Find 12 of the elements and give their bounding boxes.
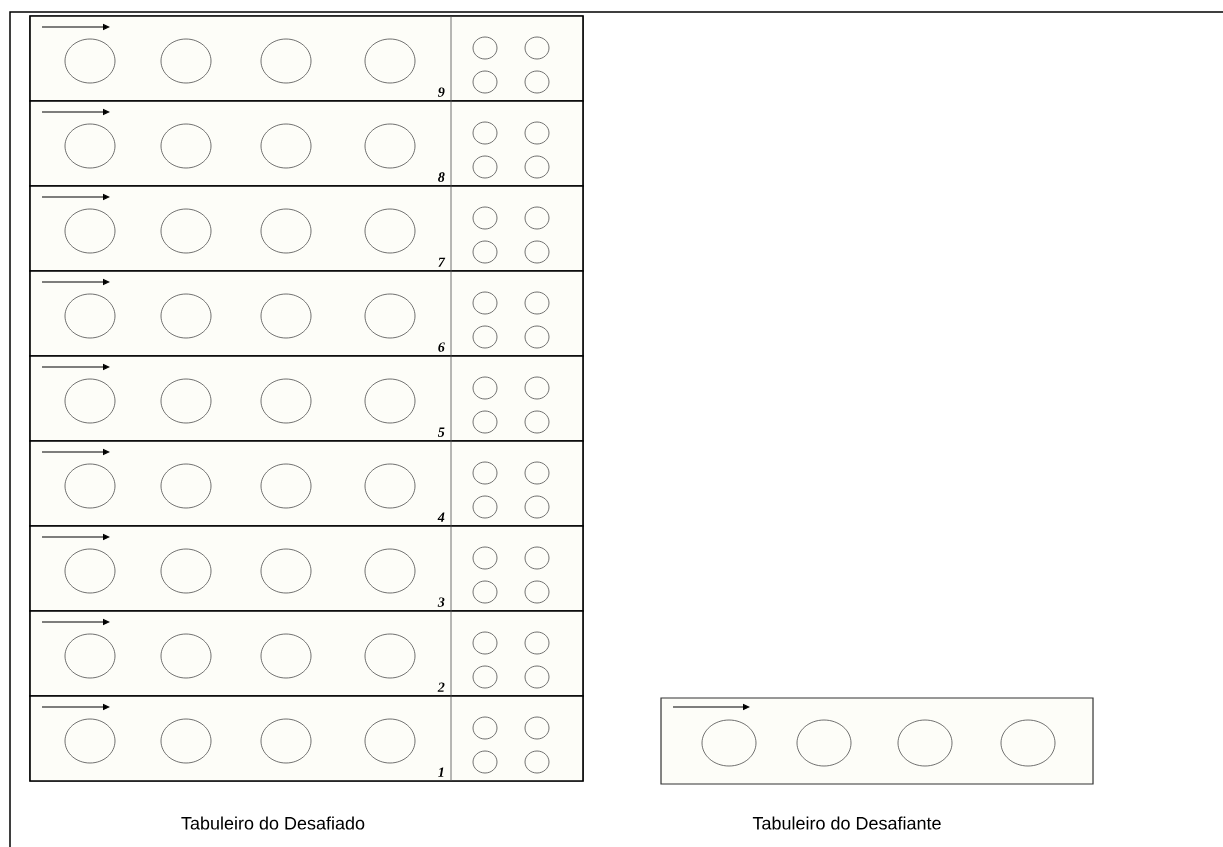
board-row: 6 (29, 270, 584, 357)
board-caption: Tabuleiro do Desafiado (181, 816, 365, 830)
board-row: 9 (29, 15, 584, 102)
board-row: 1 (29, 695, 584, 782)
board-row: 4 (29, 440, 584, 527)
board-row: 3 (29, 525, 584, 612)
game-board (660, 697, 1094, 785)
board-caption: Tabuleiro do Desafiante (752, 816, 941, 830)
board-row: 5 (29, 355, 584, 442)
board-row: 2 (29, 610, 584, 697)
board-row: 7 (29, 185, 584, 272)
board-row: 8 (29, 100, 584, 187)
